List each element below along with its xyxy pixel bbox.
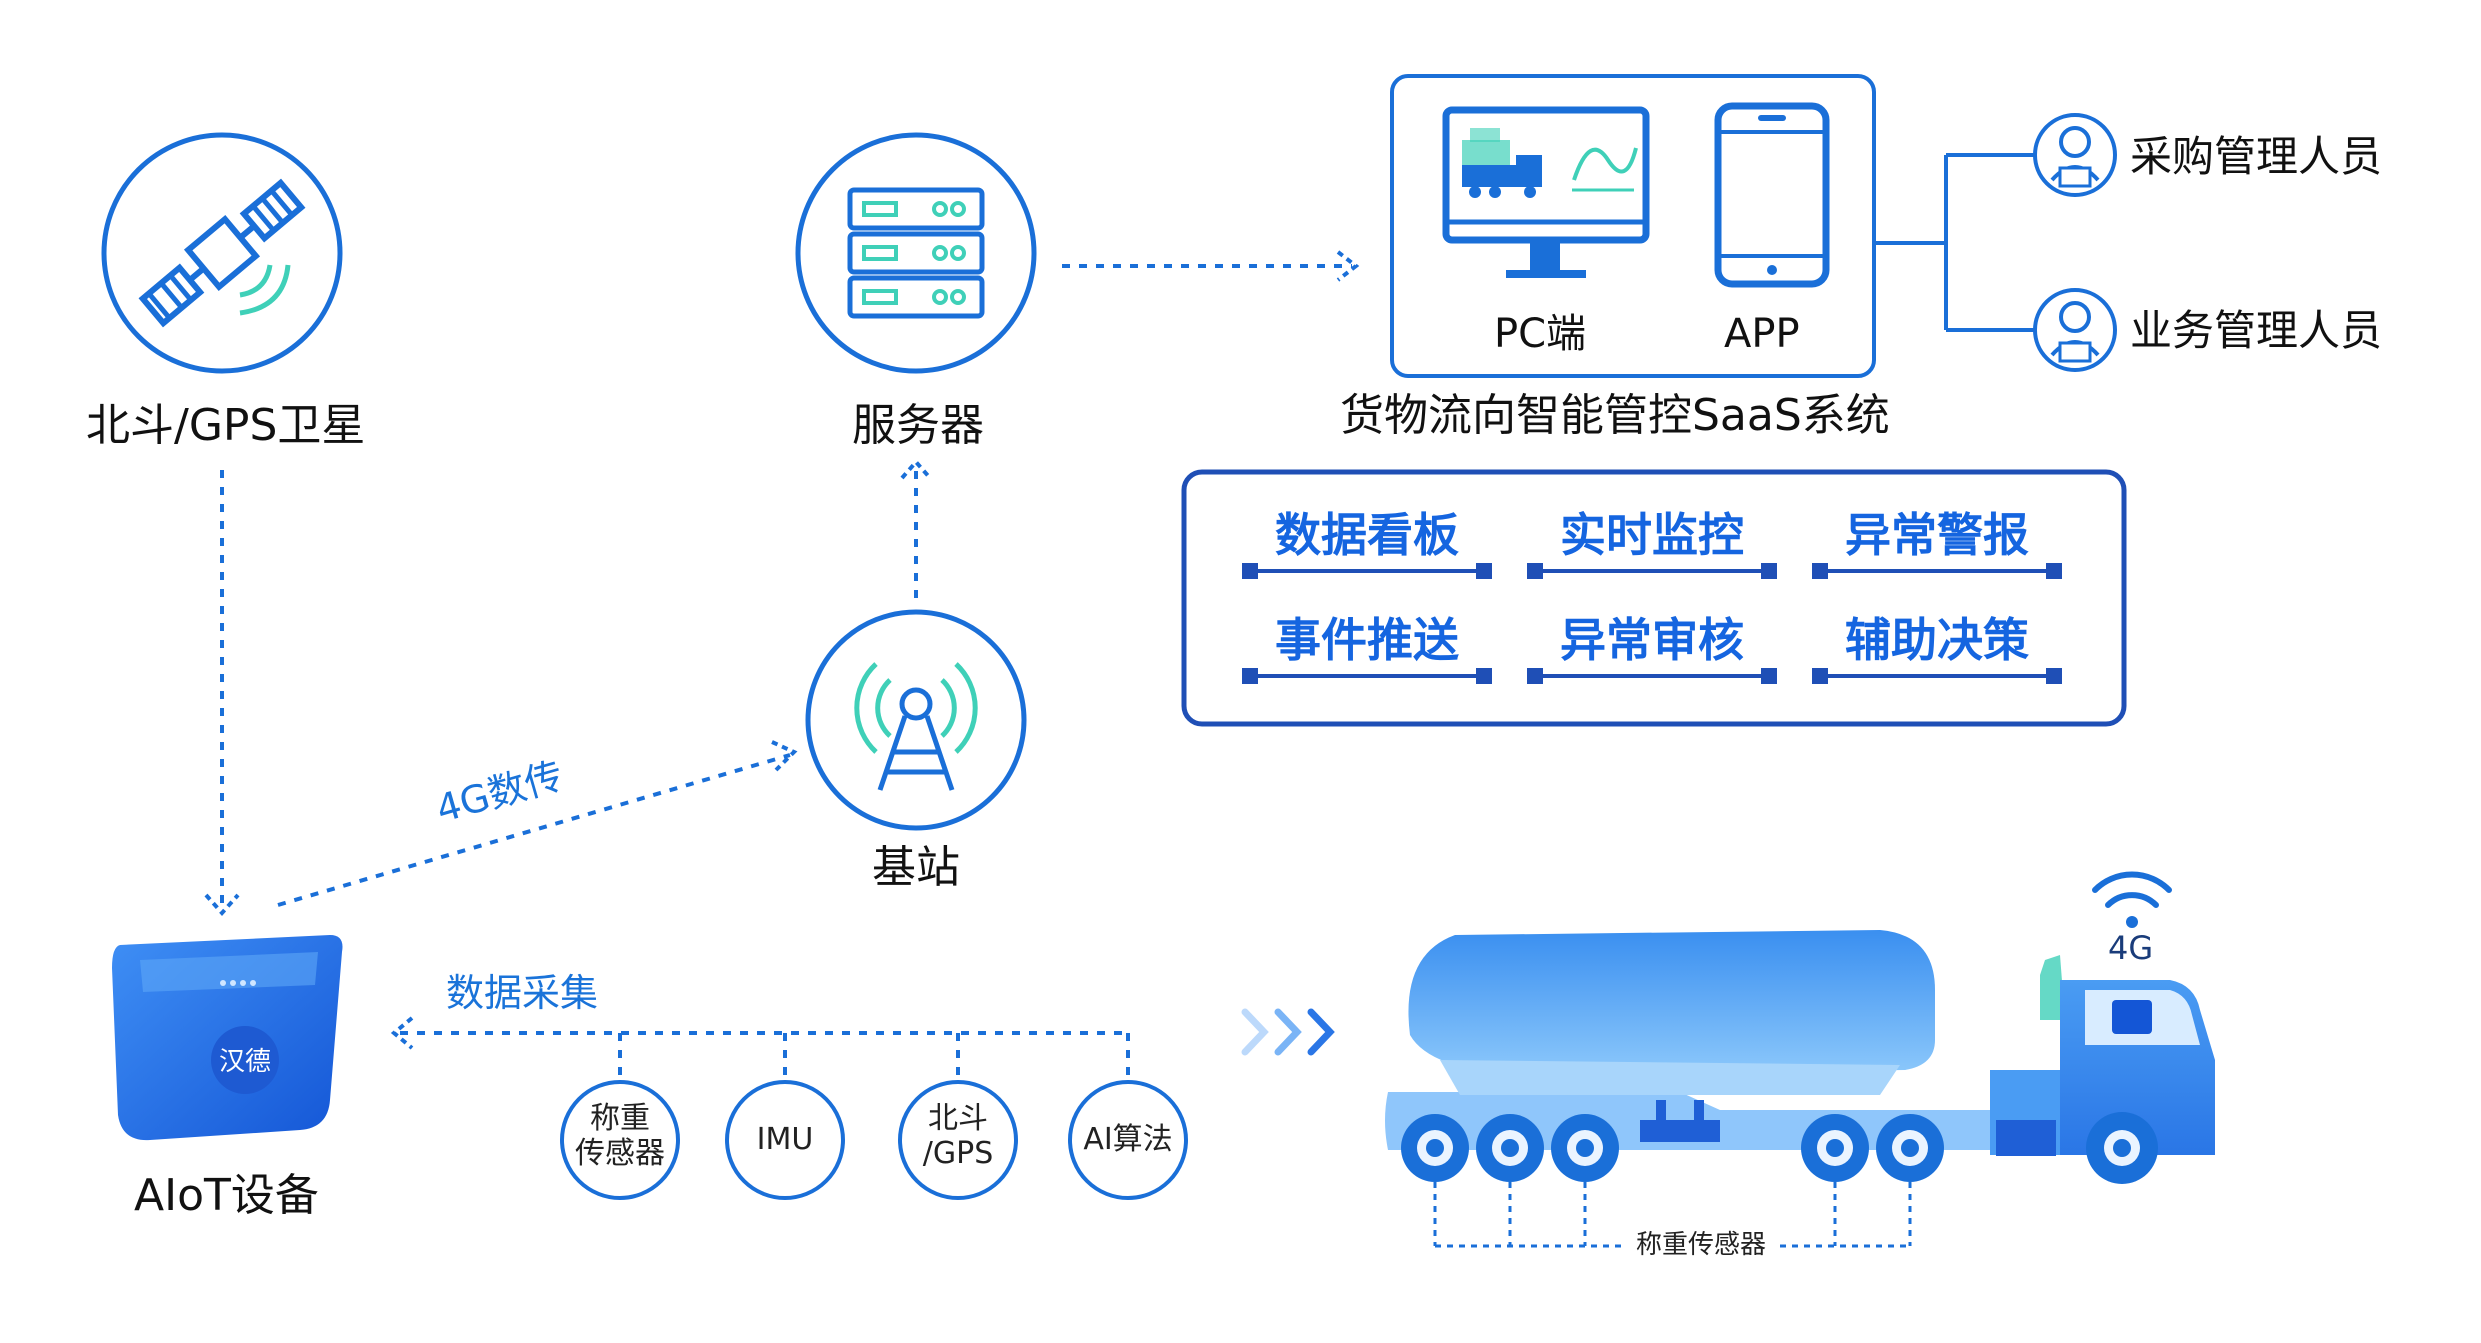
satellite-icon: [138, 178, 306, 328]
aiot-device-label: AIoT设备: [134, 1170, 319, 1221]
base-station-label: 基站: [872, 842, 960, 893]
truck-sensor-label: 称重传感器: [1636, 1230, 1767, 1260]
arrowheads: [204, 250, 1360, 1050]
source-weight-sensor: 称重 传感器: [560, 1101, 680, 1171]
user-icon: [2033, 288, 2117, 372]
saas-box: [1390, 74, 1876, 378]
wheels: [1401, 1112, 2158, 1184]
connectors: [220, 264, 1352, 1076]
source-line1: 称重: [590, 1101, 650, 1136]
satellite-label: 北斗/GPS卫星: [86, 400, 366, 451]
truck-signal-label: 4G: [2108, 929, 2154, 967]
monitor-icon: [1442, 106, 1650, 278]
feature-decision-support: 辅助决策: [1845, 613, 2029, 667]
server-node: [795, 132, 1037, 374]
role-label-procurement: 采购管理人员: [2130, 132, 2383, 181]
feature-anomaly-alert: 异常警报: [1845, 508, 2029, 562]
feature-dashboard: 数据看板: [1275, 508, 1459, 562]
base-station-node: [805, 609, 1027, 831]
source-ai-algorithm: AI算法: [1068, 1122, 1188, 1158]
feature-anomaly-review: 异常审核: [1560, 613, 1744, 667]
source-beidou-gps: 北斗 /GPS: [898, 1101, 1018, 1171]
server-icon: [847, 187, 985, 319]
source-circles: [560, 1080, 1188, 1200]
role-label-business: 业务管理人员: [2130, 306, 2383, 355]
source-line1: IMU: [756, 1122, 814, 1157]
satellite-node: [101, 132, 343, 374]
wifi-icon: [2092, 871, 2172, 928]
tower-icon: [854, 662, 978, 791]
feature-event-push: 事件推送: [1275, 613, 1459, 667]
saas-title: 货物流向智能管控SaaS系统: [1340, 390, 1890, 441]
role-bracket: [1874, 153, 2034, 332]
feature-realtime-monitor: 实时监控: [1560, 508, 1744, 562]
flow-chevrons-icon: [1241, 1008, 1335, 1056]
phone-icon: [1714, 102, 1830, 288]
user-icons: [2033, 113, 2117, 372]
truck-illustration: [1385, 871, 2215, 1248]
user-icon: [2033, 113, 2117, 197]
aiot-device: 汉德: [112, 935, 343, 1141]
features-box: [1181, 469, 2127, 727]
data-collection-label: 数据采集: [446, 971, 599, 1015]
pc-label: PC端: [1494, 311, 1587, 357]
server-label: 服务器: [852, 400, 984, 451]
source-line1: AI算法: [1083, 1122, 1173, 1157]
source-line1: 北斗: [928, 1101, 988, 1136]
device-brand-text: 汉德: [219, 1047, 271, 1077]
source-line2: 传感器: [575, 1135, 665, 1171]
source-line2: /GPS: [922, 1135, 994, 1171]
source-imu: IMU: [725, 1122, 845, 1158]
app-label: APP: [1724, 311, 1800, 357]
